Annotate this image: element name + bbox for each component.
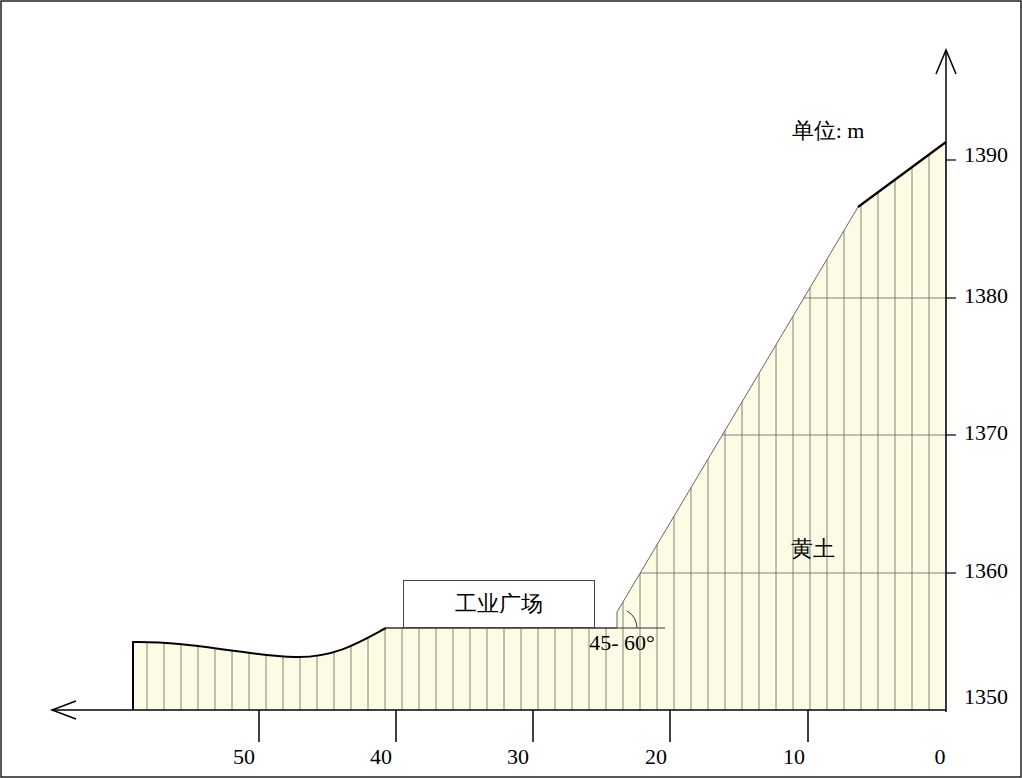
site-box: 工业广场 bbox=[403, 580, 595, 628]
x-tick bbox=[258, 710, 260, 742]
y-arrow bbox=[936, 50, 956, 74]
hatch-line bbox=[929, 130, 930, 710]
hatch-line bbox=[198, 130, 199, 710]
ticks bbox=[259, 160, 956, 742]
distance-value: 30 bbox=[507, 745, 529, 769]
distance-value: 50 bbox=[233, 745, 255, 769]
elevation-value: 1390 bbox=[964, 143, 1008, 167]
hatch-line bbox=[861, 130, 862, 710]
hatch-line bbox=[283, 130, 284, 710]
soil-label: 黄土 bbox=[791, 537, 835, 561]
hatch-line bbox=[759, 130, 760, 710]
box-label: 工业广场 bbox=[455, 589, 543, 619]
hatch-line bbox=[623, 130, 624, 710]
elevation-value: 1380 bbox=[964, 284, 1008, 308]
y-tick bbox=[946, 572, 956, 573]
hatch-line bbox=[266, 130, 267, 710]
elevation-value: 1350 bbox=[964, 685, 1008, 709]
x-tick bbox=[669, 710, 671, 742]
x-tick bbox=[807, 710, 809, 742]
hatch-line bbox=[708, 130, 709, 710]
slope-line bbox=[617, 207, 858, 628]
hatch-line bbox=[334, 130, 335, 710]
x-tick bbox=[395, 710, 397, 742]
hatch-line bbox=[232, 130, 233, 710]
elevation-value: 1370 bbox=[964, 421, 1008, 445]
hatch-line bbox=[912, 130, 913, 710]
y-axis bbox=[945, 50, 947, 712]
hatch-line bbox=[351, 130, 352, 710]
hatch-line bbox=[810, 130, 811, 710]
ground-surface bbox=[133, 628, 386, 710]
y-tick bbox=[946, 434, 956, 435]
hatch-line bbox=[385, 130, 386, 710]
angle-arc bbox=[627, 611, 637, 628]
hatch-line bbox=[895, 130, 896, 710]
hatch-line bbox=[147, 130, 148, 710]
hatch-line bbox=[249, 130, 250, 710]
hatch-line bbox=[657, 130, 658, 710]
hatch-line bbox=[300, 130, 301, 710]
elevation-value: 1360 bbox=[964, 559, 1008, 583]
hatch-line bbox=[742, 130, 743, 710]
hatch-line bbox=[606, 130, 607, 710]
hatch-line bbox=[827, 130, 828, 710]
hatch-line bbox=[317, 130, 318, 710]
grid-line bbox=[600, 298, 946, 299]
hatch-line bbox=[368, 130, 369, 710]
grid-line bbox=[600, 573, 946, 574]
hatch-line bbox=[640, 130, 641, 710]
distance-value: 10 bbox=[783, 745, 805, 769]
slope-angle: 45- 60° bbox=[589, 631, 655, 655]
hatch-line bbox=[725, 130, 726, 710]
y-tick bbox=[946, 159, 956, 160]
hatch-line bbox=[164, 130, 165, 710]
distance-value: 40 bbox=[370, 745, 392, 769]
hatch-line bbox=[844, 130, 845, 710]
top-surface bbox=[858, 142, 946, 207]
hatch-line bbox=[181, 130, 182, 710]
hatch-line bbox=[215, 130, 216, 710]
hatch-line bbox=[691, 130, 692, 710]
distance-value: 20 bbox=[645, 745, 667, 769]
hatch-line bbox=[878, 130, 879, 710]
y-tick bbox=[946, 297, 956, 298]
hatch-line bbox=[674, 130, 675, 710]
x-tick bbox=[532, 710, 534, 742]
loess-fill bbox=[133, 142, 946, 710]
x-axis bbox=[52, 709, 946, 711]
angle-baseline bbox=[617, 628, 665, 629]
hatch bbox=[147, 130, 946, 710]
hatch-line bbox=[793, 130, 794, 710]
hatch-line bbox=[776, 130, 777, 710]
grid-line bbox=[600, 435, 946, 436]
x-arrow bbox=[52, 701, 76, 719]
unit-note: 单位: m bbox=[792, 119, 865, 143]
distance-value: 0 bbox=[935, 745, 946, 769]
